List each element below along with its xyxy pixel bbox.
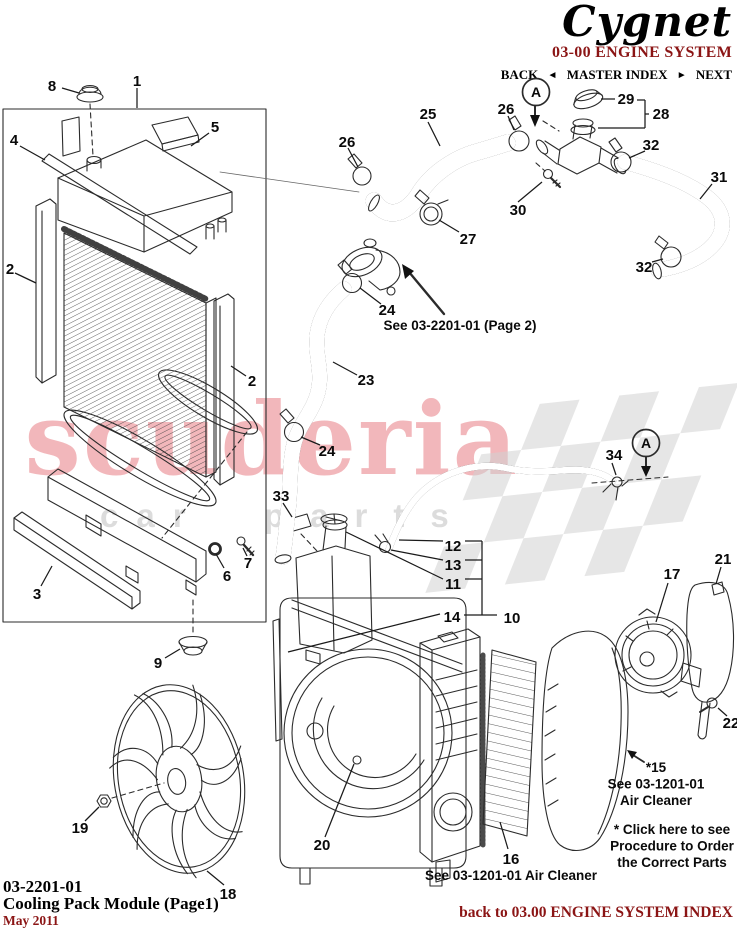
callout-17: 17: [664, 566, 681, 583]
callout-10: 10: [504, 610, 521, 627]
callout-5: 5: [211, 119, 219, 136]
page-title: Cooling Pack Module (Page1): [3, 894, 219, 913]
callout-12: 12: [445, 538, 462, 555]
air-cleaner-housing: [541, 630, 629, 851]
expansion-tank: [285, 513, 373, 665]
callout-18: 18: [220, 886, 237, 903]
leader-lines: [14, 87, 728, 886]
callout-2: 2: [248, 373, 256, 390]
callout-29: 29: [618, 91, 635, 108]
callout-23: 23: [358, 372, 375, 389]
callout-3: 3: [33, 586, 41, 603]
callout-1: 1: [133, 73, 141, 90]
document-number: 03-2201-01: [3, 877, 83, 896]
bottle-clip: [711, 581, 725, 596]
callout-layer: 1854223679191825262627242324302928313232…: [6, 73, 737, 903]
mount-pad: [151, 116, 200, 152]
callout-2: 2: [6, 261, 14, 278]
detail-marker-a-right: A: [641, 435, 651, 451]
callout-30: 30: [510, 202, 527, 219]
radiator-lower-tank: [47, 468, 207, 635]
callout-20: 20: [314, 837, 331, 854]
callout-21: 21: [715, 551, 732, 568]
radiator-cap: [76, 85, 104, 157]
callout-31: 31: [711, 169, 728, 186]
callout-24: 24: [319, 443, 336, 460]
outlet-hose: [608, 137, 722, 280]
back-arrow-icon[interactable]: ◄: [547, 70, 558, 81]
callout-11: 11: [445, 576, 461, 593]
watermark-checkered-flag: [425, 382, 737, 593]
next-button[interactable]: NEXT: [695, 67, 732, 82]
o-ring: [208, 542, 222, 556]
construction-lines: [161, 171, 360, 539]
note-see-page2[interactable]: See 03-2201-01 (Page 2): [383, 318, 536, 333]
callout-14: 14: [444, 609, 461, 626]
radiator-upper-tank: [57, 116, 233, 253]
callout-32: 32: [643, 137, 660, 154]
fan-nut: [96, 782, 165, 808]
detail-marker-a-top: A: [531, 84, 541, 100]
master-index-button[interactable]: MASTER INDEX: [566, 67, 668, 82]
detail-marker-labels: A A: [531, 84, 651, 451]
seal-strip: [41, 153, 198, 255]
overflow-hose: [374, 466, 669, 554]
filler-neck-assembly: [535, 89, 627, 189]
cooling-fan: [95, 670, 266, 893]
callout-28: 28: [653, 106, 670, 123]
filler-cap: [573, 89, 604, 110]
section-title: 03-00 ENGINE SYSTEM: [552, 44, 732, 61]
overflow-bottle: [686, 581, 735, 740]
thermostat-housing: [341, 238, 401, 296]
callout-32: 32: [636, 259, 653, 276]
callout-22: 22: [723, 715, 737, 732]
lower-bracket: [13, 511, 141, 610]
note-see-air-cleaner-16[interactable]: See 03-1201-01 Air Cleaner: [425, 868, 598, 883]
callout-26: 26: [498, 101, 515, 118]
callout-8: 8: [48, 78, 56, 95]
back-to-index-link[interactable]: back to 03.00 ENGINE SYSTEM INDEX: [459, 904, 733, 921]
neck-bolt: [542, 168, 554, 180]
callout-25: 25: [420, 106, 437, 123]
callout-33: 33: [273, 488, 290, 505]
fan-shroud: [272, 597, 467, 887]
air-filter-element: [482, 649, 537, 837]
bottle-bolt: [706, 697, 718, 709]
callout-7: 7: [244, 555, 252, 572]
detail-markers: [521, 77, 661, 477]
fan-motor: [614, 608, 702, 698]
callout-26: 26: [339, 134, 356, 151]
radiator-core: [61, 226, 217, 478]
next-arrow-icon[interactable]: ►: [676, 70, 687, 81]
brand-logo: Cygnet: [562, 0, 732, 46]
lower-hose: [274, 259, 363, 565]
publication-date: May 2011: [3, 913, 59, 928]
callout-34: 34: [606, 447, 623, 464]
callout-24: 24: [379, 302, 396, 319]
callout-19: 19: [72, 820, 89, 837]
drain-plug: [208, 536, 255, 557]
callout-4: 4: [10, 132, 19, 149]
side-bracket-right: [213, 293, 235, 486]
callout-27: 27: [460, 231, 477, 248]
watermark-word-car: car: [100, 497, 204, 534]
back-button[interactable]: BACK: [500, 67, 539, 82]
reference-arrows: [402, 264, 645, 763]
upper-hose: [347, 115, 530, 226]
diagram-artwork: [2, 77, 735, 893]
callout-13: 13: [445, 557, 462, 574]
cooling-module: [419, 628, 486, 883]
callout-6: 6: [223, 568, 231, 585]
radiator-assembly-box: [2, 108, 267, 623]
catalog-navigation: BACK ◄ MASTER INDEX ► NEXT: [495, 67, 732, 83]
note-layer: See 03-2201-01 (Page 2) See 03-1201-01 Ai…: [383, 318, 734, 883]
page-header: Cygnet 03-00 ENGINE SYSTEM BACK ◄ MASTER…: [495, 0, 732, 83]
mount-grommet: [178, 635, 208, 656]
side-bracket-left: [35, 198, 57, 384]
callout-16: 16: [503, 851, 520, 868]
callout-9: 9: [154, 655, 162, 672]
